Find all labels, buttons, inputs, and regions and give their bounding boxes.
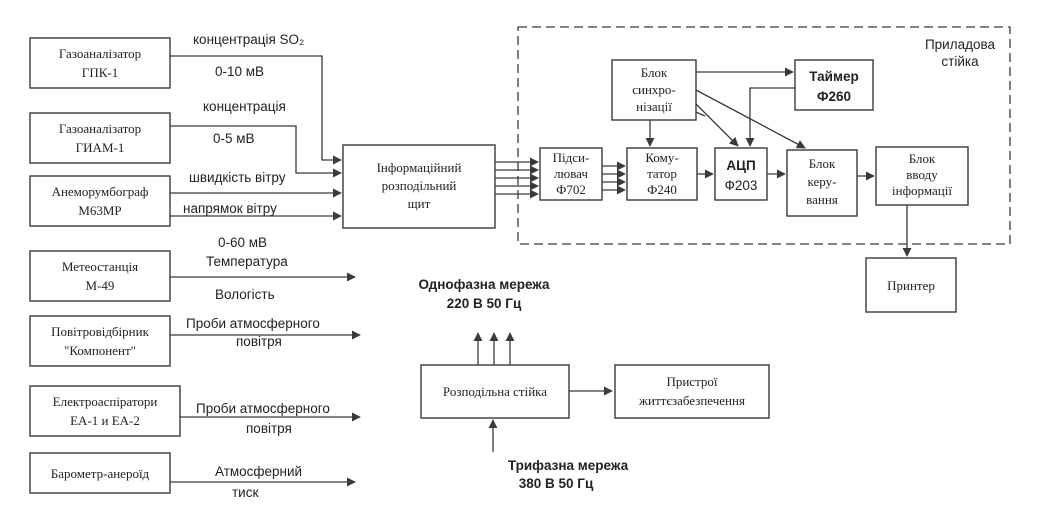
svg-text:Підси-: Підси- [553,150,590,165]
label-so2-concentration: концентрація SO₂ [193,32,304,47]
label-air-samples-1: Проби атмосферного повітря [186,316,320,349]
label-concentration: концентрація [203,99,286,114]
printer-block: Принтер [865,257,957,313]
svg-text:Блок: Блок [809,156,836,171]
connector-sync-to-control [695,89,806,149]
amplifier-block: Підси- лювач Ф702 [539,147,603,201]
label-range-0-10: 0-10 мВ [215,64,264,79]
timer-block: Таймер Ф260 [794,59,874,111]
label-range-0-60: 0-60 мВ [218,235,267,250]
instrument-rack-title: Приладова стійка [925,37,996,69]
label-humidity: Вологість [215,287,275,302]
svg-text:Блок: Блок [909,151,936,166]
svg-text:Приладова: Приладова [925,37,996,52]
svg-text:Ф240: Ф240 [647,182,677,197]
svg-text:Електроаспіратори: Електроаспіратори [53,394,158,409]
svg-text:Трифазна мережа: Трифазна мережа [508,458,629,473]
distribution-panel-block: Інформаційний розподільний щит [342,144,496,229]
label-range-0-5: 0-5 мВ [213,131,255,146]
gas-analyzer-pgk-block: Газоаналізатор ГПК-1 [29,37,171,89]
label-wind-speed: швидкість вітру [189,170,286,185]
connector-giam-to-panel [170,125,342,178]
svg-text:Розподільна стійка: Розподільна стійка [443,384,547,399]
svg-text:ГПК-1: ГПК-1 [82,65,118,80]
data-input-block: Блок вводу інформації [875,146,969,206]
svg-text:інформації: інформації [892,183,952,198]
svg-text:вання: вання [806,192,838,207]
svg-text:лювач: лювач [554,166,588,181]
svg-text:вводу: вводу [906,167,938,182]
svg-text:Ф702: Ф702 [556,182,586,197]
label-temperature: Температура [206,254,288,269]
label-air-samples-2: Проби атмосферного повітря [196,401,330,436]
svg-text:Кому-: Кому- [645,150,678,165]
air-sampler-block: Повітровідбірник "Компонент" [29,315,171,367]
svg-text:Повітровідбірник: Повітровідбірник [51,324,149,339]
connector-sync-to-commutator-diag [695,111,706,117]
svg-text:повітря: повітря [236,334,282,349]
svg-text:Ф260: Ф260 [817,89,851,104]
svg-text:Таймер: Таймер [809,69,858,84]
svg-text:Атмосферний: Атмосферний [215,464,302,479]
gas-analyzer-giam-block: Газоаналізатор ГИАМ-1 [29,112,171,164]
connector-pgk-to-panel [170,55,342,165]
electroaspirators-block: Електроаспіратори ЕА-1 и ЕА-2 [29,385,181,437]
svg-text:Газоаналізатор: Газоаналізатор [59,121,141,136]
svg-text:Газоаналізатор: Газоаналізатор [59,46,141,61]
svg-text:АЦП: АЦП [726,158,755,173]
svg-text:Принтер: Принтер [887,278,935,293]
svg-text:Барометр-анероїд: Барометр-анероїд [51,466,150,481]
svg-text:стійка: стійка [941,54,979,69]
svg-text:220 В 50 Гц: 220 В 50 Гц [447,296,522,311]
control-block: Блок керу- вання [786,149,858,217]
svg-text:синхро-: синхро- [632,82,676,97]
svg-text:М63МР: М63МР [78,203,121,218]
svg-text:Пристрої: Пристрої [666,374,717,389]
svg-text:розподільний: розподільний [382,178,457,193]
svg-text:ЕА-1 и ЕА-2: ЕА-1 и ЕА-2 [70,413,140,428]
adc-block: АЦП Ф203 [714,147,768,201]
svg-text:Однофазна мережа: Однофазна мережа [418,277,550,292]
connector-timer-to-adc [745,87,795,147]
svg-text:"Компонент": "Компонент" [64,343,136,358]
label-three-phase-network: Трифазна мережа 380 В 50 Гц [508,458,629,491]
svg-text:М-49: М-49 [86,278,115,293]
svg-text:Інформаційний: Інформаційний [377,160,462,175]
svg-text:щит: щит [408,196,431,211]
distribution-rack-block: Розподільна стійка [420,364,570,419]
connector-rack-to-single-phase [473,332,515,365]
connector-amplifier-to-commutator [602,161,626,195]
connector-panel-to-amplifier [495,157,539,199]
svg-text:керу-: керу- [808,174,837,189]
label-wind-direction: напрямок вітру [183,201,277,216]
barometer-block: Барометр-анероїд [29,452,171,494]
connector-sync-to-adc [695,103,739,147]
instrument-rack-boundary [517,26,1011,245]
sync-block: Блок синхро- нізації [611,59,697,121]
svg-text:ГИАМ-1: ГИАМ-1 [76,140,125,155]
svg-text:татор: татор [647,166,677,181]
svg-text:життєзабезпечення: життєзабезпечення [638,393,745,408]
svg-text:Ф203: Ф203 [725,178,758,193]
svg-text:380 В 50 Гц: 380 В 50 Гц [519,476,594,491]
svg-text:Проби атмосферного: Проби атмосферного [186,316,320,331]
svg-text:Анеморумбограф: Анеморумбограф [52,184,149,199]
svg-text:тиск: тиск [232,485,258,500]
svg-text:нізації: нізації [636,99,672,114]
label-atmospheric-pressure: Атмосферний тиск [215,464,302,500]
svg-text:Проби атмосферного: Проби атмосферного [196,401,330,416]
commutator-block: Кому- татор Ф240 [626,147,698,201]
label-single-phase-network: Однофазна мережа 220 В 50 Гц [418,277,550,311]
meteostation-block: Метеостанція М-49 [29,250,171,302]
life-support-block: Пристрої життєзабезпечення [614,364,770,419]
anemorumbograph-block: Анеморумбограф М63МР [29,175,171,227]
svg-text:Блок: Блок [641,65,668,80]
svg-text:Метеостанція: Метеостанція [62,259,138,274]
svg-text:повітря: повітря [246,421,292,436]
